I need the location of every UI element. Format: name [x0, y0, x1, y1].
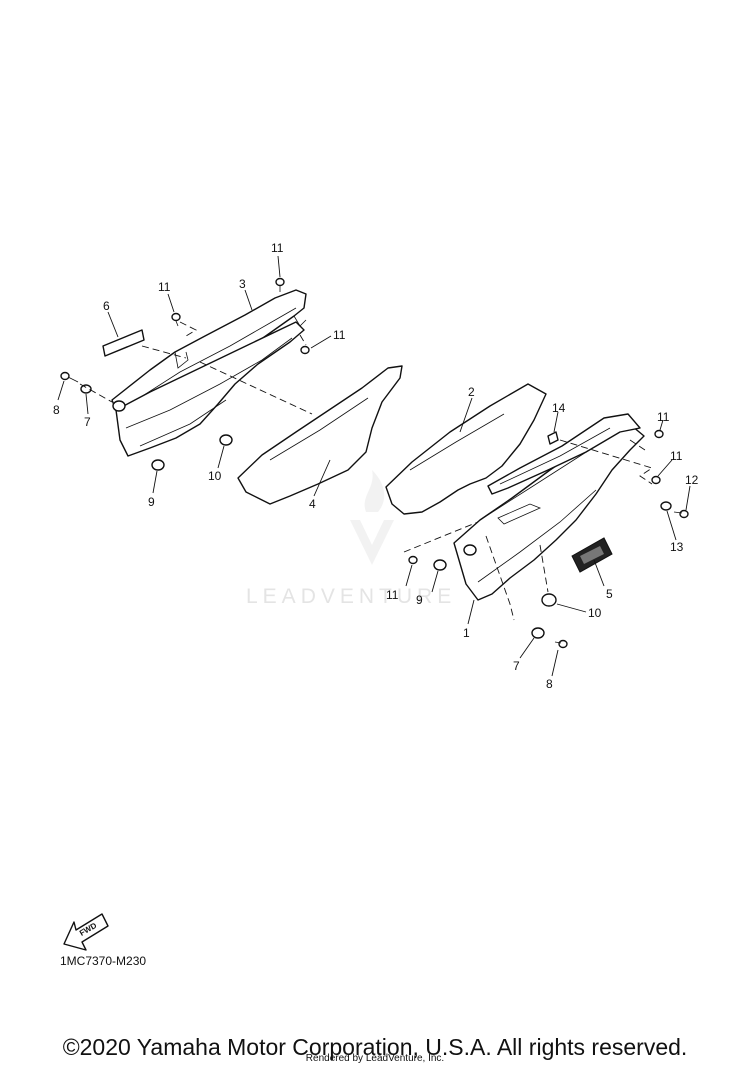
callout-11[interactable]: 11	[657, 410, 670, 424]
screw-11d-icon[interactable]	[654, 429, 664, 439]
callout-leaders	[57, 255, 691, 677]
callout-11[interactable]: 11	[271, 241, 284, 255]
callout-13[interactable]: 13	[670, 540, 684, 554]
callout-10[interactable]: 10	[208, 469, 222, 483]
callout-8[interactable]: 8	[546, 677, 553, 691]
part-left-lower-cover[interactable]	[112, 321, 305, 457]
leadventure-logo-icon	[350, 470, 394, 565]
callout-11[interactable]: 11	[670, 449, 683, 463]
copyright-text: ©2020 Yamaha Motor Corporation, U.S.A. A…	[62, 1034, 688, 1060]
callout-5[interactable]: 5	[606, 587, 613, 601]
callout-3[interactable]: 3	[239, 277, 246, 291]
callout-9[interactable]: 9	[416, 593, 423, 607]
callout-14[interactable]: 14	[552, 401, 566, 415]
part-4-inner-panel[interactable]	[237, 365, 403, 505]
screw-11f-icon[interactable]	[408, 555, 418, 565]
screw-11b-icon[interactable]	[171, 312, 181, 327]
callout-1[interactable]: 1	[463, 626, 470, 640]
left-assembly-lines	[79, 321, 313, 415]
screw-11c-icon[interactable]	[300, 345, 310, 355]
callout-labels: 11 3 11 6 11 8 7 10 9 4 2 14 11 11 12 13…	[53, 241, 699, 691]
left-fasteners	[60, 277, 310, 471]
part-6-emblem[interactable]	[102, 329, 145, 357]
callout-11[interactable]: 11	[158, 280, 171, 294]
callout-11[interactable]: 11	[386, 588, 399, 602]
screw-11a-icon[interactable]	[275, 277, 285, 293]
grommet-10-left-icon[interactable]	[219, 434, 233, 446]
callout-12[interactable]: 12	[685, 473, 699, 487]
callout-7[interactable]: 7	[84, 415, 91, 429]
part-2-inner-panel[interactable]	[385, 383, 547, 515]
callout-4[interactable]: 4	[309, 497, 316, 511]
collar-7-right-icon[interactable]	[531, 627, 545, 639]
part-5-emblem[interactable]	[571, 537, 613, 573]
collar-13-icon[interactable]	[660, 501, 672, 511]
callout-2[interactable]: 2	[468, 385, 475, 399]
diagram-code: 1MC7370-M230	[60, 954, 147, 968]
part-right-upper-rail[interactable]	[487, 413, 641, 495]
leadventure-watermark: LEADVENTURE	[246, 470, 456, 608]
callout-6[interactable]: 6	[103, 299, 110, 313]
bolt-8-left-icon[interactable]	[60, 371, 79, 383]
collar-7-left-icon[interactable]	[80, 384, 92, 394]
right-assembly-lines	[403, 439, 654, 621]
damper-9-left-icon[interactable]	[151, 459, 165, 471]
bolt-8-right-icon[interactable]	[554, 639, 568, 649]
callout-8[interactable]: 8	[53, 403, 60, 417]
callout-9[interactable]: 9	[148, 495, 155, 509]
part-14-clip-icon[interactable]	[547, 431, 559, 445]
damper-9-right-icon[interactable]	[433, 559, 447, 571]
callout-10[interactable]: 10	[588, 606, 602, 620]
callout-11[interactable]: 11	[333, 328, 346, 342]
screw-11e-icon[interactable]	[651, 475, 661, 485]
bolt-12-icon[interactable]	[673, 509, 689, 519]
grommet-10-right-icon[interactable]	[541, 593, 557, 607]
fwd-arrow-icon: FWD	[63, 913, 109, 951]
watermark-text: LEADVENTURE	[246, 585, 456, 608]
right-fasteners	[408, 429, 689, 649]
rendered-by-text: Rendered by LeadVenture, Inc.	[305, 1053, 445, 1064]
callout-7[interactable]: 7	[513, 659, 520, 673]
